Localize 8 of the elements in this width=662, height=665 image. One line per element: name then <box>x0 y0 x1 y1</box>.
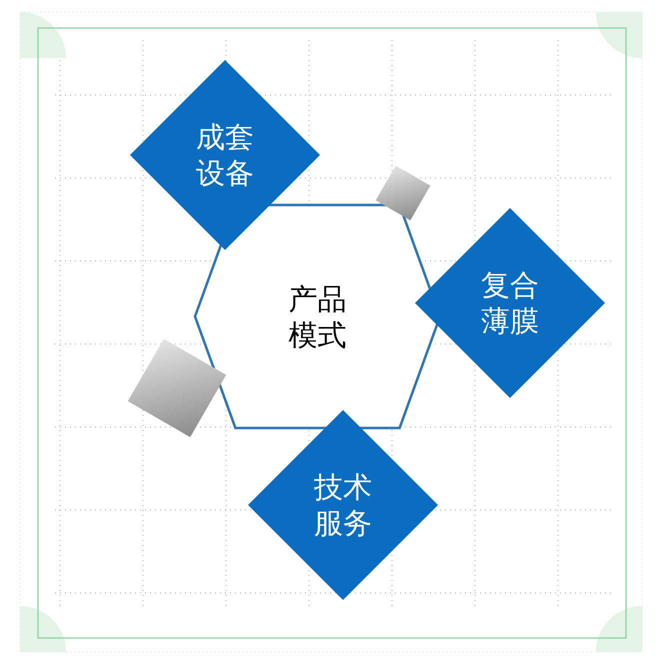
node-label: 产品模式 <box>288 280 348 352</box>
node-label: 复合薄膜 <box>480 267 540 339</box>
hexagon-node <box>195 205 440 428</box>
diamond-node <box>415 208 605 398</box>
diamond-node <box>248 410 438 600</box>
node-label: 技术服务 <box>313 469 373 541</box>
diamond-node <box>130 60 320 250</box>
node-label: 成套设备 <box>195 119 255 191</box>
